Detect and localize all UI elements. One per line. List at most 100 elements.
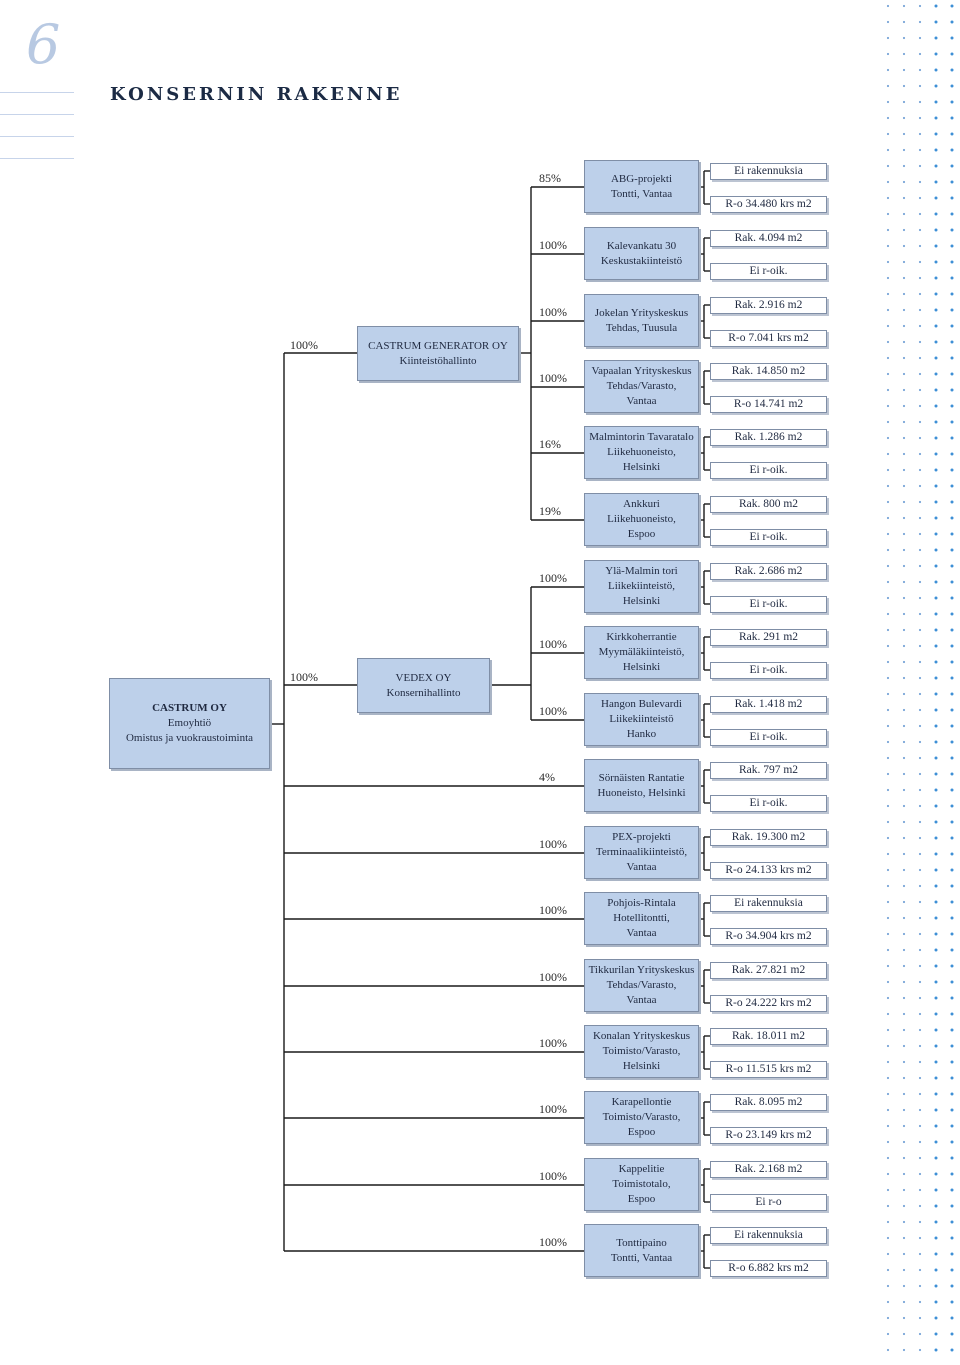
decorative-dot [934, 180, 938, 184]
decorative-dot [886, 1300, 890, 1304]
property-line: Tontti, Vantaa [610, 1251, 673, 1264]
root-company-type: Emoyhtiö [167, 717, 212, 729]
decorative-dot [934, 20, 938, 24]
decorative-dot [950, 500, 954, 504]
property-building-info: Rak. 18.011 m2 [710, 1028, 827, 1045]
ownership-percentage: 100% [539, 970, 567, 984]
property-rights-info: Ei r-o [710, 1194, 827, 1211]
decorative-dot [918, 1172, 922, 1176]
decorative-dot [934, 196, 938, 200]
root-company-activity: Omistus ja vuokraustoiminta [125, 732, 254, 744]
property-line: Helsinki [622, 595, 661, 607]
decorative-dot [886, 1108, 890, 1112]
decorative-dot [902, 452, 906, 456]
decorative-dot [950, 1332, 954, 1336]
decorative-dot [886, 196, 890, 200]
decorative-dot [902, 804, 906, 808]
subsidiary-name: CASTRUM GENERATOR OY [368, 339, 508, 352]
decorative-dot [902, 1076, 906, 1080]
decorative-dot [934, 308, 938, 312]
decorative-dot [934, 356, 938, 360]
decorative-dot [902, 868, 906, 872]
decorative-dot [950, 596, 954, 600]
decorative-dot [886, 548, 890, 552]
decorative-dot [886, 1284, 890, 1288]
decorative-dot [934, 948, 938, 952]
decorative-dot [902, 596, 906, 600]
decorative-dot [934, 388, 938, 392]
decorative-dot [902, 196, 906, 200]
property-line: Toimistotalo, [612, 1178, 671, 1190]
decorative-dot [934, 1332, 938, 1336]
decorative-dot [934, 1028, 938, 1032]
decorative-dot [934, 596, 938, 600]
decorative-dot [950, 1316, 954, 1320]
ownership-percentage: 100% [539, 704, 567, 718]
decorative-dot [950, 532, 954, 536]
decorative-dot [886, 484, 890, 488]
decorative-dot [950, 1124, 954, 1128]
decorative-dot [950, 1204, 954, 1208]
decorative-dot [918, 180, 922, 184]
decorative-dot [886, 868, 890, 872]
decorative-dot [934, 996, 938, 1000]
property-line: Hanko [626, 728, 657, 740]
decorative-dot [902, 52, 906, 56]
decorative-dot [934, 132, 938, 136]
decorative-dot [902, 292, 906, 296]
decorative-dot [886, 996, 890, 1000]
property-rights-info: R-o 11.515 krs m2 [710, 1061, 827, 1078]
decorative-dot [902, 996, 906, 1000]
decorative-dot [902, 116, 906, 120]
decorative-dot [934, 532, 938, 536]
decorative-dot [918, 1156, 922, 1160]
decorative-dot [902, 468, 906, 472]
decorative-dot [918, 1092, 922, 1096]
property-line: Karapellontie [611, 1096, 672, 1108]
property-line: Tehdas/Varasto, [606, 380, 677, 392]
decorative-dot [950, 1252, 954, 1256]
ownership-percentage: 100% [290, 338, 318, 352]
decorative-dot [902, 164, 906, 168]
property-line: Espoo [627, 1193, 656, 1205]
decorative-dot [934, 420, 938, 424]
decorative-dot [886, 500, 890, 504]
decorative-dot [950, 772, 954, 776]
decorative-dot [886, 388, 890, 392]
property-building-info: Ei rakennuksia [710, 895, 827, 912]
property-line: PEX-projekti [612, 831, 671, 843]
decorative-dot [902, 100, 906, 104]
decorative-dot [902, 772, 906, 776]
decorative-dot [886, 404, 890, 408]
decorative-dot [886, 884, 890, 888]
decorative-dot [950, 1156, 954, 1160]
property-line: Helsinki [622, 1060, 661, 1072]
decorative-dot [934, 628, 938, 632]
decorative-dot [950, 196, 954, 200]
decorative-dot [886, 804, 890, 808]
decorative-dot [902, 660, 906, 664]
property-line: Espoo [627, 528, 656, 540]
decorative-dot [950, 692, 954, 696]
decorative-dot [934, 228, 938, 232]
decorative-dot [902, 1268, 906, 1272]
decorative-dot [934, 244, 938, 248]
decorative-dot [950, 676, 954, 680]
decorative-dot [950, 1236, 954, 1240]
decorative-dot [886, 516, 890, 520]
decorative-dot [886, 788, 890, 792]
decorative-dot [902, 1284, 906, 1288]
property-line: Myymäläkiinteistö, [598, 646, 685, 658]
property-line: Keskustakiinteistö [600, 254, 683, 267]
decorative-dot [918, 196, 922, 200]
decorative-dot [902, 356, 906, 360]
decorative-dot [950, 516, 954, 520]
property-line: Vantaa [626, 994, 657, 1006]
decorative-dot [934, 1188, 938, 1192]
decorative-dot [918, 644, 922, 648]
decorative-dot [934, 852, 938, 856]
decorative-dot [902, 532, 906, 536]
decorative-dot [950, 100, 954, 104]
